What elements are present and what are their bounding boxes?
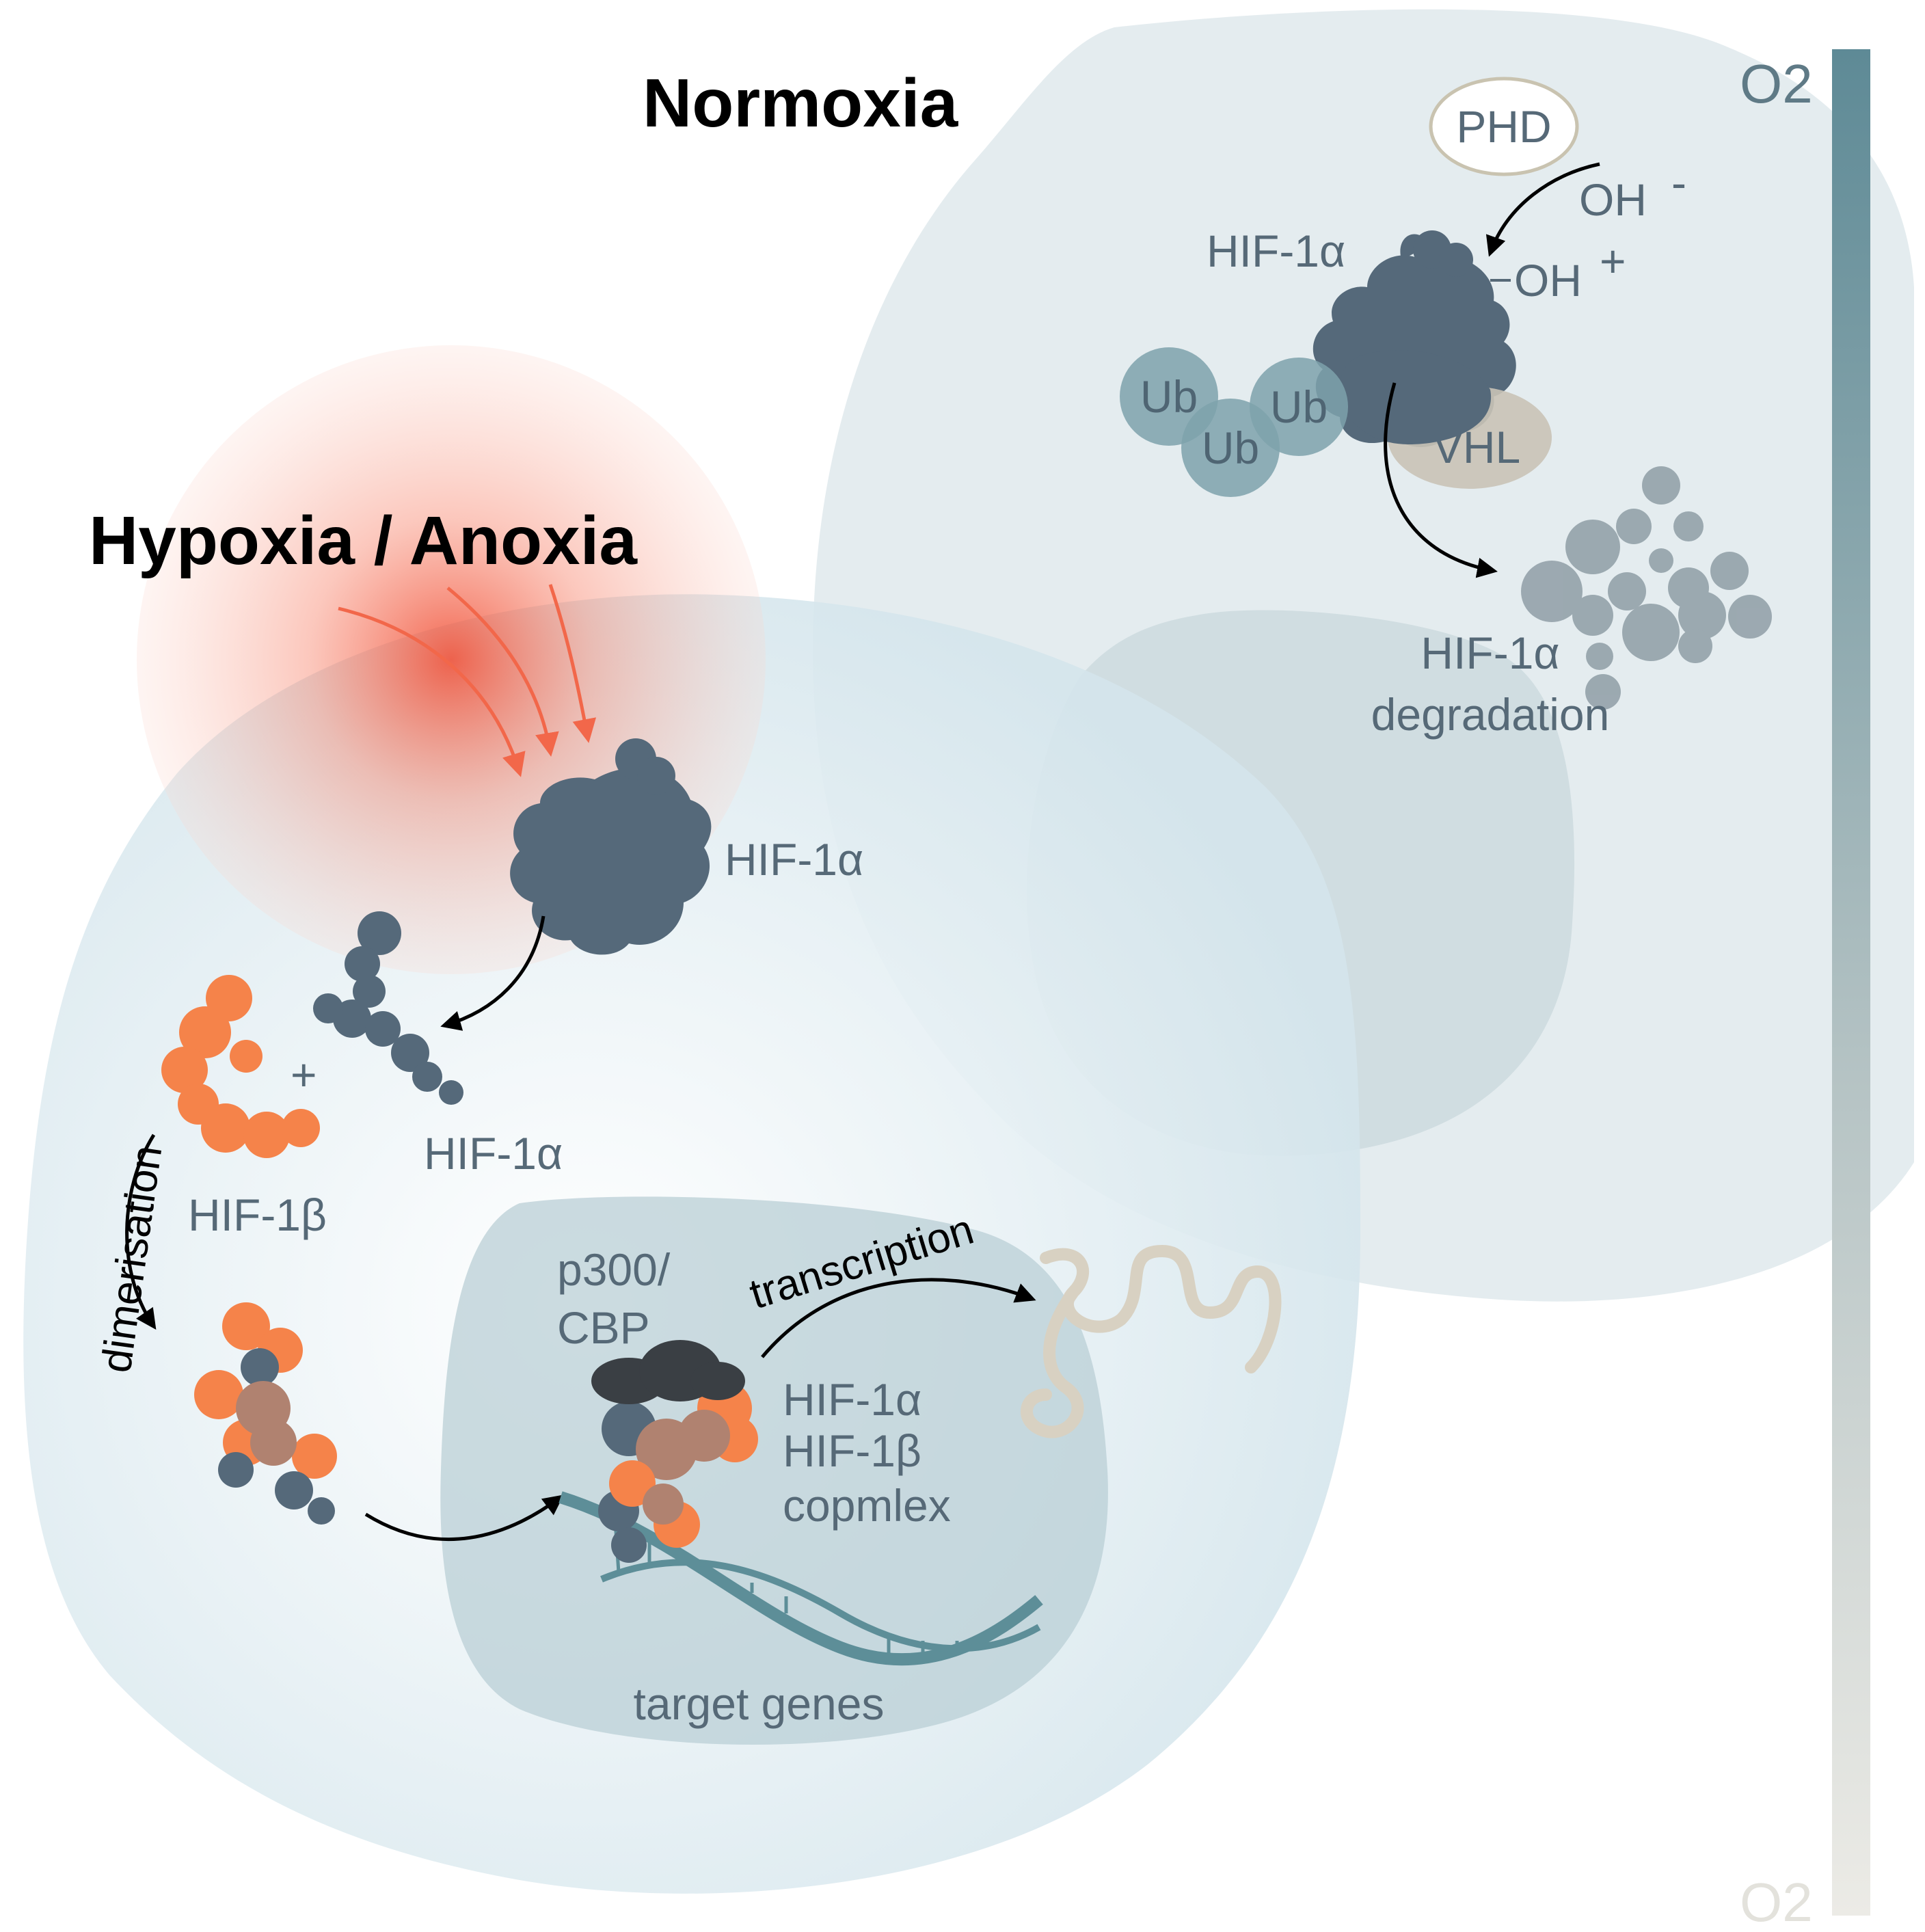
hif1b-protein <box>161 975 320 1158</box>
degradation-arrow <box>1384 382 1498 578</box>
dna-helix <box>558 1491 1043 1666</box>
hif1a-normoxia-label: HIF-1α <box>1207 226 1345 276</box>
phd-enzyme <box>1429 77 1579 176</box>
dimerisation-arrow <box>125 1133 157 1330</box>
ubiquitin-label-1: Ub <box>1140 371 1198 422</box>
ubiquitin-3 <box>1250 358 1348 456</box>
nuclear-import-arrow <box>440 915 546 1031</box>
complex-transport-arrow <box>364 1494 564 1541</box>
ubiquitin-label-2: Ub <box>1202 422 1259 473</box>
mrna-strand <box>1020 1245 1282 1438</box>
complex-label-2: HIF-1β <box>783 1425 921 1476</box>
degradation-fragments <box>1521 466 1772 710</box>
normoxia-title: Normoxia <box>643 65 959 142</box>
coactivator-label-1: p300/ <box>557 1244 671 1295</box>
degradation-label-2: degradation <box>1371 689 1610 740</box>
hif1a-stabilized-label: HIF-1α <box>725 834 863 885</box>
hif1a-normoxia-head2 <box>1439 243 1473 277</box>
plus-sign: + <box>291 1049 317 1100</box>
phd-label: PHD <box>1456 101 1551 152</box>
oh-minus-sup: - <box>1671 157 1686 208</box>
hypoxia-arrow-1 <box>338 606 526 777</box>
hif-dimer <box>194 1302 337 1525</box>
complex-label-3: copmlex <box>783 1480 951 1531</box>
coactivator-label-2: CBP <box>557 1302 650 1353</box>
hif1a-stabilized <box>510 738 712 955</box>
transcription-arrow <box>761 1278 1036 1358</box>
hypoxia-arrow-3 <box>548 584 597 743</box>
hif1b-label: HIF-1β <box>188 1190 327 1240</box>
oh-plus-sup: + <box>1600 236 1626 286</box>
oxygen-gradient-bar <box>1832 49 1870 1916</box>
oh-plus-label: OH <box>1514 255 1582 306</box>
p300-cbp-coactivator <box>591 1340 745 1404</box>
hif1a-extended <box>313 911 463 1105</box>
target-genes-label: target genes <box>634 1678 885 1729</box>
hydroxylation-arrow <box>1485 162 1600 257</box>
hif1a-normoxia-front <box>1340 350 1492 444</box>
o2-low-label: O2 <box>1740 1872 1813 1932</box>
complex-label-1: HIF-1α <box>783 1374 921 1425</box>
transcription-complex <box>598 1381 758 1563</box>
hif1a-extended-label: HIF-1α <box>424 1128 563 1179</box>
hypoxia-nucleus <box>440 1196 1108 1745</box>
oh-minus-label: OH <box>1579 174 1647 225</box>
hypoxia-arrow-2 <box>446 587 559 757</box>
degradation-label-1: HIF-1α <box>1421 628 1559 678</box>
ubiquitin-label-3: Ub <box>1270 381 1328 432</box>
o2-high-label: O2 <box>1740 53 1813 114</box>
hypoxia-title: Hypoxia / Anoxia <box>89 502 638 579</box>
